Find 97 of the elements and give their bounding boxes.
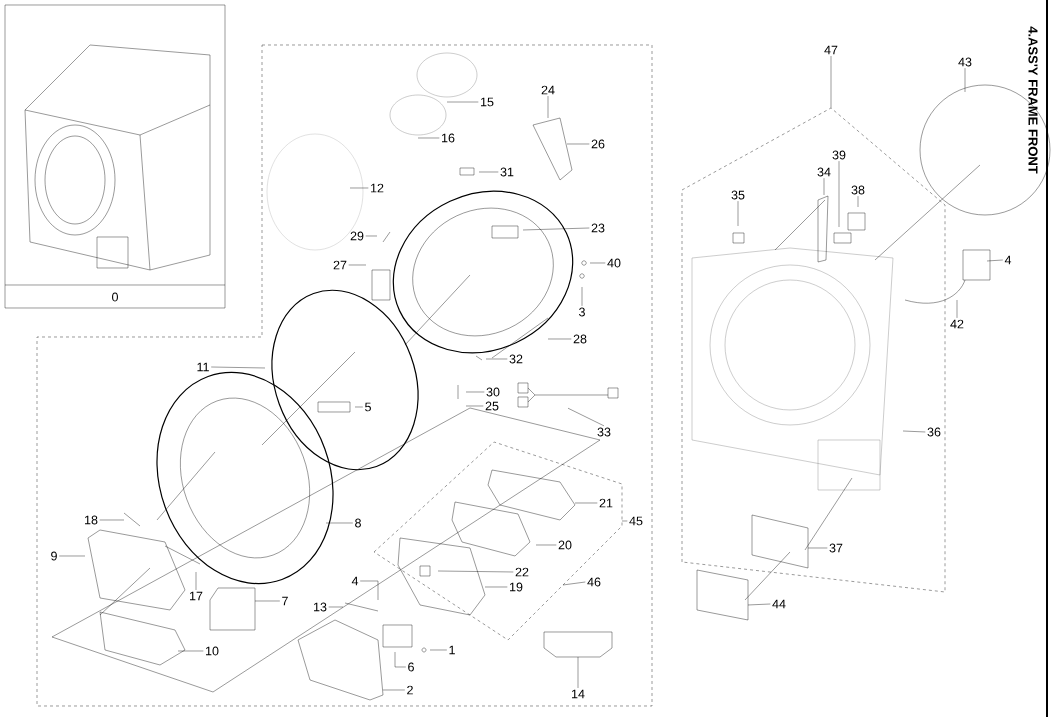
leader-line [354, 406, 364, 408]
callout-number: 43 [958, 57, 972, 67]
leader-line [485, 358, 508, 360]
callout-number: 14 [572, 689, 585, 699]
inset-label: 0 [112, 292, 118, 302]
leader-line [902, 430, 926, 433]
leader-line [956, 299, 958, 319]
callout-number: 3 [579, 307, 585, 317]
callout-number: 26 [591, 139, 605, 149]
leader-line [547, 338, 572, 340]
callout-number: 38 [851, 185, 865, 195]
callout-number: 40 [607, 258, 621, 268]
leader-line [737, 200, 739, 227]
leader-line [577, 656, 579, 689]
callout-number: 4 [1004, 255, 1012, 265]
callout-number: 46 [587, 577, 601, 587]
callout-number: 37 [829, 543, 843, 553]
leader-line [349, 187, 369, 189]
leader-line [325, 522, 354, 524]
callout-number: 21 [599, 498, 613, 508]
callout-number: 27 [333, 260, 347, 270]
callout-number: 2 [407, 685, 413, 695]
leader-line [59, 555, 86, 557]
callout-number: 32 [509, 354, 523, 364]
leader-line [581, 286, 583, 307]
callout-number: 36 [927, 427, 941, 437]
leader-line [567, 408, 605, 427]
leader-line [566, 143, 590, 145]
callout-number: 10 [206, 646, 219, 656]
leader-line [446, 101, 479, 103]
callout-number: 5 [365, 402, 371, 412]
leader-line [360, 580, 379, 601]
leader-line [365, 235, 378, 237]
page-title: 4.ASS'Y FRAME FRONT [1028, 26, 1038, 174]
leader-line [621, 520, 628, 522]
leader-line [589, 262, 606, 264]
leader-line [747, 603, 771, 606]
leader-line [348, 264, 367, 266]
callout-number: 1 [449, 645, 455, 655]
callout-number: 17 [190, 591, 203, 601]
leader-line [857, 195, 859, 208]
leader-line [417, 137, 440, 139]
callout-number: 23 [591, 223, 605, 233]
callout-number: 11 [197, 362, 209, 372]
callout-number: 29 [350, 231, 364, 241]
callout-number: 8 [355, 518, 361, 528]
leader-line [823, 177, 825, 196]
leader-line [547, 95, 549, 119]
callout-number: 45 [629, 516, 643, 526]
leader-line [562, 581, 586, 586]
leader-line [382, 689, 406, 691]
leader-line [522, 227, 590, 231]
callout-number: 13 [314, 602, 327, 612]
leader-line [254, 600, 281, 602]
leader-line [437, 570, 514, 573]
callout-number: 6 [408, 662, 414, 672]
callout-number: 22 [515, 567, 529, 577]
callout-number: 24 [541, 85, 555, 95]
callout-number: 42 [950, 319, 964, 329]
leader-line [807, 547, 828, 549]
leader-line [830, 55, 832, 109]
leader-line [99, 519, 125, 521]
callout-number: 25 [485, 401, 499, 411]
callout-number: 16 [442, 133, 455, 143]
callout-number: 20 [558, 540, 572, 550]
callout-number: 18 [85, 515, 98, 525]
callout-number: 31 [500, 167, 514, 177]
callout-number: 9 [51, 551, 57, 561]
leader-line [574, 502, 598, 504]
leader-line [986, 259, 1004, 262]
callout-number: 35 [731, 190, 745, 200]
leader-line [177, 650, 204, 652]
leader-line [535, 544, 557, 546]
leader-line [211, 366, 266, 369]
leader-line [465, 391, 485, 393]
callout-number: 19 [510, 582, 523, 592]
callout-number: 34 [817, 167, 831, 177]
callout-number: 7 [282, 596, 288, 606]
leader-line [328, 606, 344, 608]
callout-number: 30 [486, 387, 500, 397]
leader-line [484, 586, 508, 588]
leader-line [465, 405, 484, 407]
callout-number: 44 [772, 599, 786, 609]
leader-line [478, 171, 499, 173]
leader-line [964, 67, 966, 93]
leader-line [195, 571, 197, 591]
callout-number: 39 [832, 150, 846, 160]
callout-number: 33 [597, 427, 611, 437]
connector-drawing [517, 382, 619, 408]
callout-number: 15 [481, 97, 494, 107]
callout-number: 4 [351, 576, 359, 586]
leader-line [394, 651, 407, 668]
callout-number: 47 [824, 45, 838, 55]
callout-number: 28 [573, 334, 587, 344]
leader-line [838, 160, 840, 228]
callout-number: 12 [371, 183, 384, 193]
leader-line [429, 649, 448, 651]
